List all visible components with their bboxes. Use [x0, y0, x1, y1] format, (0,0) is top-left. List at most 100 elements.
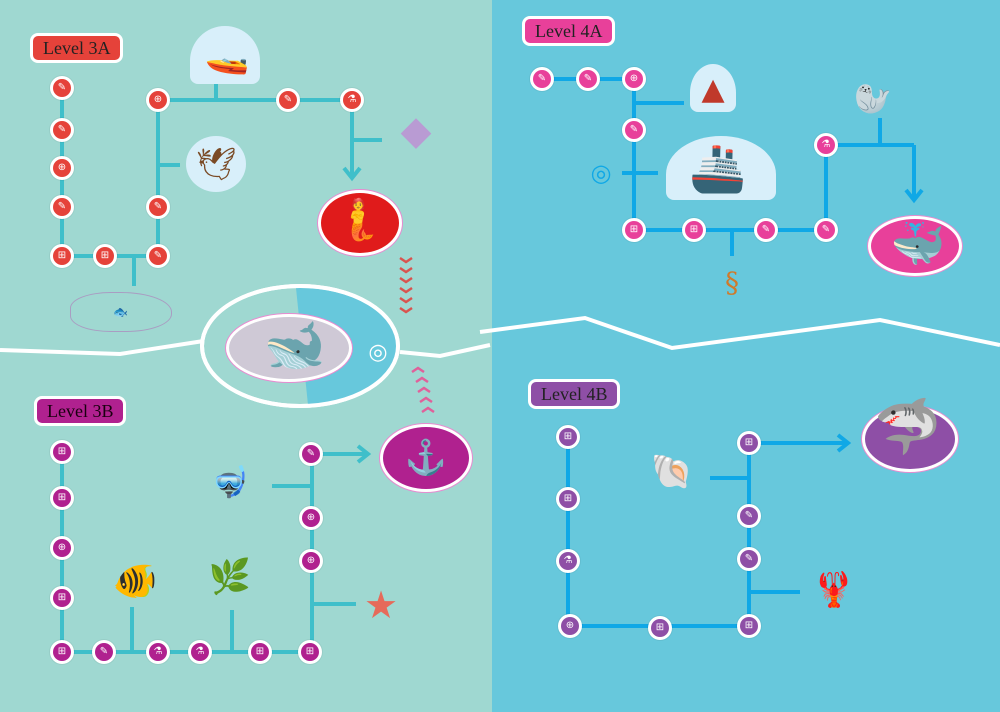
mermaid-goal-oval: [318, 190, 402, 256]
level-3a-node-grid[interactable]: ⊞: [93, 244, 117, 268]
submarine-icon[interactable]: ⚓: [404, 438, 448, 478]
pencil-icon: ✎: [302, 445, 320, 463]
fishing-boat-bubble: [190, 26, 260, 84]
level-3a-node-pencil[interactable]: ✎: [50, 76, 74, 100]
pencil-icon: ✎: [740, 507, 758, 525]
level-3b-node-pencil[interactable]: ✎: [299, 442, 323, 466]
level-3b-node-globe[interactable]: ⊕: [299, 549, 323, 573]
level-3b-node-flask[interactable]: ⚗: [146, 640, 170, 664]
level-3b-node-globe[interactable]: ⊕: [50, 536, 74, 560]
grid-icon: ⊞: [53, 443, 71, 461]
shells-icon[interactable]: 🐚: [650, 452, 694, 492]
flask-icon: ⚗: [559, 552, 577, 570]
level-3a-node-flask[interactable]: ⚗: [340, 88, 364, 112]
level-4a-node-pencil[interactable]: ✎: [530, 67, 554, 91]
seagull-bubble: [186, 136, 246, 192]
mermaid-icon[interactable]: 🧜: [333, 196, 383, 243]
level-4a-node-pencil[interactable]: ✎: [754, 218, 778, 242]
flask-icon: ⚗: [817, 136, 835, 154]
orca-goal-oval: [868, 216, 962, 276]
level-3a-node-pencil[interactable]: ✎: [276, 88, 300, 112]
right-ocean-background: [492, 0, 1000, 712]
level-3a-node-grid[interactable]: ⊞: [50, 244, 74, 268]
level-3a-node-globe[interactable]: ⊕: [146, 88, 170, 112]
flask-icon: ⚗: [343, 91, 361, 109]
level-3b-node-pencil[interactable]: ✎: [92, 640, 116, 664]
level-3b-node-grid[interactable]: ⊞: [50, 640, 74, 664]
compass-icon[interactable]: ◎: [590, 159, 612, 187]
level-4a-node-pencil[interactable]: ✎: [622, 118, 646, 142]
seal-icon[interactable]: 🦭: [854, 81, 892, 117]
level-4a-node-grid[interactable]: ⊞: [622, 218, 646, 242]
level-4b-node-grid[interactable]: ⊞: [648, 616, 672, 640]
level-4a-node-globe[interactable]: ⊕: [622, 67, 646, 91]
pencil-icon: ✎: [53, 198, 71, 216]
grid-icon: ⊞: [559, 428, 577, 446]
grid-icon: ⊞: [96, 247, 114, 265]
seagull-icon[interactable]: 🕊: [195, 145, 237, 183]
level-4b-node-pencil[interactable]: ✎: [737, 504, 761, 528]
level-4b-node-grid[interactable]: ⊞: [556, 487, 580, 511]
level-4b-node-globe[interactable]: ⊕: [558, 614, 582, 638]
grid-icon: ⊞: [53, 589, 71, 607]
shark-icon[interactable]: 🦈: [874, 395, 942, 458]
starfish-icon[interactable]: ★: [363, 583, 399, 627]
level-3b-node-grid[interactable]: ⊞: [50, 440, 74, 464]
whale-goal-oval: [226, 314, 352, 382]
level-3a-node-globe[interactable]: ⊕: [50, 156, 74, 180]
buoy-icon[interactable]: ▲: [701, 71, 725, 107]
level-4b-node-flask[interactable]: ⚗: [556, 549, 580, 573]
pencil-icon: ✎: [579, 70, 597, 88]
lobster-icon[interactable]: 🦞: [812, 570, 856, 610]
level-3a-node-pencil[interactable]: ✎: [146, 195, 170, 219]
grid-icon: ⊞: [301, 643, 319, 661]
whale-icon[interactable]: 🐋: [263, 315, 327, 374]
seahorse-icon[interactable]: §: [725, 265, 739, 299]
grid-icon: ⊞: [559, 490, 577, 508]
pencil-icon: ✎: [53, 79, 71, 97]
ocean-liner-bubble: [666, 136, 776, 200]
pencil-icon: ✎: [53, 121, 71, 139]
level-4b-label: Level 4B: [528, 379, 621, 409]
pencil-icon: ✎: [740, 550, 758, 568]
level-3b-node-globe[interactable]: ⊕: [299, 506, 323, 530]
ocean-liner-icon[interactable]: 🚢: [689, 140, 747, 195]
pencil-icon: ✎: [817, 221, 835, 239]
pencil-icon: ✎: [279, 91, 297, 109]
level-3a-node-pencil[interactable]: ✎: [50, 118, 74, 142]
stingray-icon[interactable]: ◆: [400, 108, 432, 154]
grid-icon: ⊞: [651, 619, 669, 637]
level-4b-node-grid[interactable]: ⊞: [737, 431, 761, 455]
seaweed-icon[interactable]: 🌿: [208, 557, 252, 597]
level-4a-node-pencil[interactable]: ✎: [576, 67, 600, 91]
globe-icon: ⊕: [561, 617, 579, 635]
level-4a-node-flask[interactable]: ⚗: [814, 133, 838, 157]
fishing-boat-icon[interactable]: 🚤: [204, 35, 250, 76]
level-3a-node-pencil[interactable]: ✎: [50, 195, 74, 219]
compass-icon[interactable]: ◎: [368, 339, 388, 365]
level-3b-node-grid[interactable]: ⊞: [248, 640, 272, 664]
grid-icon: ⊞: [53, 247, 71, 265]
level-4b-node-pencil[interactable]: ✎: [737, 547, 761, 571]
diver-icon[interactable]: 🤿: [211, 464, 249, 500]
shark-goal-oval: [862, 406, 958, 472]
level-3a-node-pencil[interactable]: ✎: [146, 244, 170, 268]
pencil-icon: ✎: [625, 121, 643, 139]
grid-icon: ⊞: [625, 221, 643, 239]
pencil-icon: ✎: [533, 70, 551, 88]
fish-school-icon[interactable]: 🐟: [70, 292, 172, 332]
level-3b-node-grid[interactable]: ⊞: [50, 586, 74, 610]
grid-icon: ⊞: [53, 643, 71, 661]
anglerfish-icon[interactable]: 🐠: [112, 561, 158, 602]
orca-icon[interactable]: 🐳: [890, 219, 946, 270]
level-4a-node-grid[interactable]: ⊞: [682, 218, 706, 242]
level-4b-node-grid[interactable]: ⊞: [556, 425, 580, 449]
globe-icon: ⊕: [302, 552, 320, 570]
level-3b-node-flask[interactable]: ⚗: [188, 640, 212, 664]
level-3b-node-grid[interactable]: ⊞: [50, 486, 74, 510]
level-4a-node-pencil[interactable]: ✎: [814, 218, 838, 242]
level-4b-node-grid[interactable]: ⊞: [737, 614, 761, 638]
level-3b-node-grid[interactable]: ⊞: [298, 640, 322, 664]
grid-icon: ⊞: [53, 489, 71, 507]
flask-icon: ⚗: [191, 643, 209, 661]
